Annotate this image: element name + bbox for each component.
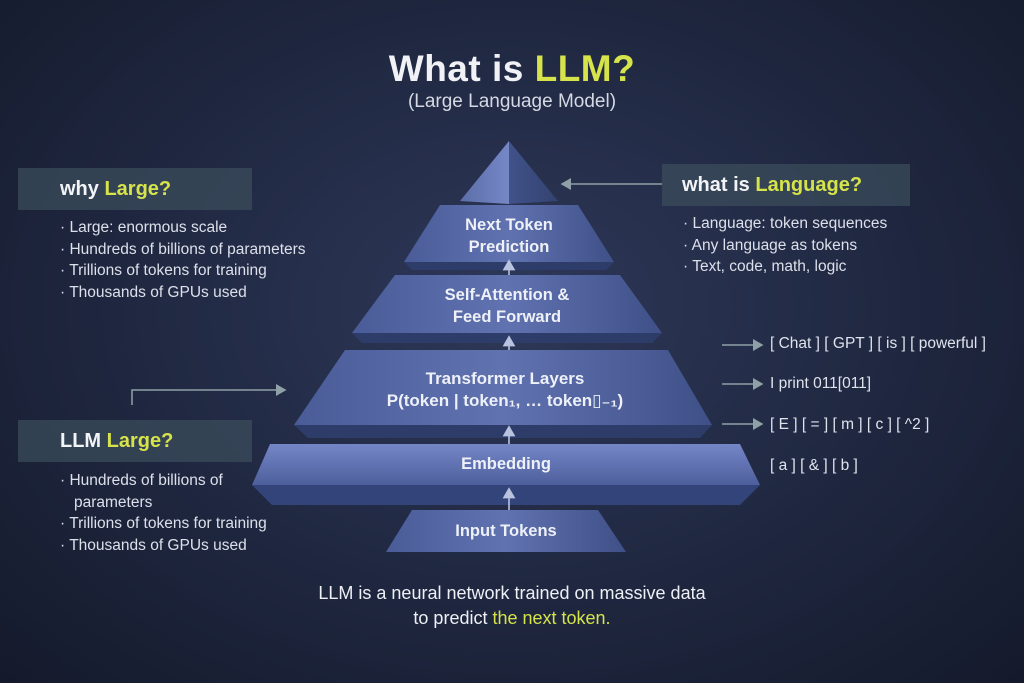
list-item: Text, code, math, logic xyxy=(683,256,1003,278)
footer-line1: LLM is a neural network trained on massi… xyxy=(318,583,706,603)
token-example-logic: [ a ] [ & ] [ b ] xyxy=(770,457,858,474)
label-embedding: Embedding xyxy=(461,455,551,473)
list-item: Trillions of tokens for training xyxy=(60,513,380,535)
token-example-math: [ E ] [ = ] [ m ] [ c ] [ ^2 ] xyxy=(770,416,930,433)
list-item: Trillions of tokens for training xyxy=(60,260,380,282)
what-language-header: what is Language? xyxy=(662,164,910,206)
footer-line2-highlight: the next token. xyxy=(492,608,611,628)
list-item: Thousands of GPUs used xyxy=(60,535,380,557)
title-highlight: LLM? xyxy=(534,48,636,89)
list-item: Thousands of GPUs used xyxy=(60,282,380,304)
why-large-prefix: why xyxy=(60,177,99,200)
footer-caption: LLM is a neural network trained on massi… xyxy=(0,581,1024,631)
transformer-line1: Transformer Layers xyxy=(425,369,585,388)
label-transformer: Transformer Layers P(token | token₁, … t… xyxy=(300,368,710,412)
what-language-highlight: Language? xyxy=(755,173,863,196)
what-language-prefix: what is xyxy=(682,173,750,196)
token-example-chat: [ Chat ] [ GPT ] [ is ] [ powerful ] xyxy=(770,335,986,352)
title-prefix: What is xyxy=(388,48,535,89)
llm-large-prefix: LLM xyxy=(60,429,102,452)
list-item: Hundreds of billions of xyxy=(60,470,380,492)
why-large-header: why Large? xyxy=(18,168,252,210)
token-example-code: I print 011[011] xyxy=(770,375,872,392)
list-item: Any language as tokens xyxy=(683,235,1003,257)
why-large-bullets: Large: enormous scale Hundreds of billio… xyxy=(60,217,380,303)
llm-large-highlight: Large? xyxy=(106,429,174,452)
list-item: Large: enormous scale xyxy=(60,217,380,239)
llm-large-bullets: Hundreds of billions of parameters Trill… xyxy=(60,470,380,556)
pyramid-peak xyxy=(460,141,558,204)
connector-arrows xyxy=(131,178,764,430)
layer-input-tokens xyxy=(386,510,626,552)
page-subtitle: (Large Language Model) xyxy=(407,91,617,112)
layer-next-token xyxy=(404,205,614,270)
list-item: Hundreds of billions of parameters xyxy=(60,239,380,261)
next-token-line1: Next Token xyxy=(465,216,553,234)
label-next-token: Next Token Prediction xyxy=(404,214,614,258)
footer-line2-prefix: to predict xyxy=(413,608,493,628)
self-attention-line2: Feed Forward xyxy=(452,308,562,326)
page-title: What is LLM? xyxy=(0,48,1024,90)
transformer-formula: P(token | token₁, … token▯₋₁) xyxy=(386,391,624,410)
what-language-bullets: Language: token sequences Any language a… xyxy=(683,213,1003,278)
label-self-attention: Self-Attention & Feed Forward xyxy=(352,284,662,328)
footer-line2: to predict the next token. xyxy=(0,606,1024,631)
self-attention-line1: Self-Attention & xyxy=(444,286,570,304)
label-input-tokens: Input Tokens xyxy=(455,522,557,540)
why-large-highlight: Large? xyxy=(104,177,172,200)
list-item: Language: token sequences xyxy=(683,213,1003,235)
llm-large-header: LLM Large? xyxy=(18,420,252,462)
next-token-line2: Prediction xyxy=(468,238,550,256)
list-item: parameters xyxy=(74,493,153,511)
